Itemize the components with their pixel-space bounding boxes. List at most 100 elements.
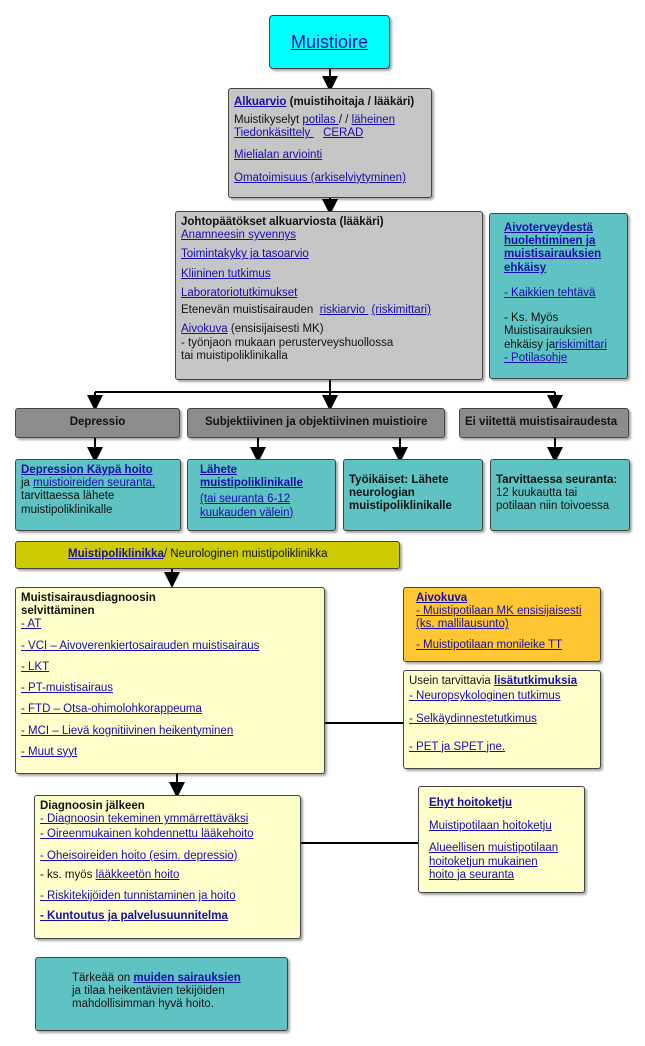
diagnoosi-head-1: Muistisairausdiagnoosin: [21, 592, 156, 604]
kuntoutus-link[interactable]: - Kuntoutus ja palvelusuunnitelma: [40, 910, 228, 923]
diagnoosi-item[interactable]: - Muut syyt: [21, 745, 78, 758]
toimintakyky-link[interactable]: Toimintakyky ja tasoarvio: [181, 248, 309, 261]
riskimittari-link[interactable]: (riskimittari): [371, 304, 431, 317]
laheinen-link[interactable]: läheinen: [351, 114, 396, 127]
hyva-hoito-text: mahdollisimman hyvä hoito.: [72, 998, 214, 1011]
etenevan-text: Etenevän muistisairauden: [181, 304, 317, 317]
tarkeaa-box: Tärkeää on muiden sairauksien ja tilaa h…: [35, 957, 288, 1031]
kaikkien-tehtava-link[interactable]: - Kaikkien tehtävä: [504, 286, 596, 299]
muistioireiden-seuranta-link[interactable]: muistioireiden seuranta,: [33, 477, 156, 490]
alkuarvio-link[interactable]: Alkuarvio: [234, 96, 287, 108]
ymmarrettavaksi-link[interactable]: - Diagnoosin tekeminen ymmärrettäväksi: [40, 813, 249, 826]
riskiarvio-link[interactable]: riskiarvio: [319, 304, 369, 317]
cerad-link[interactable]: CERAD: [323, 127, 364, 140]
aivokuva-head-link[interactable]: Aivokuva: [416, 592, 468, 604]
aivoterveys-box: Aivoterveydestä huolehtiminen ja muistis…: [489, 213, 628, 379]
category-subjektiivinen-label: Subjektiivinen ja objektiivinen muistioi…: [205, 416, 428, 429]
hoitoketjun-mukainen-link[interactable]: hoitoketjun mukainen: [429, 855, 538, 868]
usein-tarvittavia-text: Usein tarvittavia: [409, 675, 495, 687]
lisatutkimuksia-link[interactable]: lisätutkimuksia: [494, 675, 578, 687]
tyoikaiset-line-1: Työikäiset: Lähete: [349, 474, 449, 486]
aivoterveys-head-4[interactable]: ehkäisy: [504, 261, 547, 274]
title-link[interactable]: Muistioire: [290, 31, 369, 52]
laakehoito-link[interactable]: - Oireenmukainen kohdennettu lääkehoito: [40, 828, 254, 841]
tarvittaessa-lahete-text: tarvittaessa lähete: [21, 490, 115, 503]
muistipoliklinikka-link[interactable]: Muistipoliklinikka: [68, 548, 164, 561]
tyoikaiset-line-3: muistipoliklinikalle: [349, 500, 452, 513]
tyoikaiset-box: Työikäiset: Lähete neurologian muistipol…: [343, 459, 483, 531]
category-ei-viitetta-label: Ei viitettä muistisairaudesta: [465, 416, 618, 429]
ehkaisy-text: ehkäisy ja: [504, 338, 556, 351]
riskitekijoiden-link[interactable]: - Riskitekijöiden tunnistaminen ja hoito: [40, 890, 236, 903]
aivoterveys-head-2[interactable]: huolehtiminen ja: [504, 235, 596, 248]
omatoimisuus-link[interactable]: Omatoimisuus (arkiselviytyminen): [234, 171, 406, 184]
potilas-link[interactable]: potilas: [302, 114, 339, 127]
ehyt-hoitoketju-link[interactable]: Ehyt hoitoketju: [429, 797, 513, 809]
title-box[interactable]: Muistioire: [269, 15, 390, 69]
muistipoliklinikka-bar: Muistipoliklinikka/ Neurologinen muistip…: [15, 541, 400, 569]
pet-spet-link[interactable]: - PET ja SPET jne.: [409, 740, 506, 753]
depression-box: Depression Käypä hoito ja muistioireiden…: [15, 459, 181, 531]
seuranta-line-1: Tarvittaessa seuranta:: [496, 474, 618, 486]
tarkeaa-text: Tärkeää on: [72, 972, 134, 984]
lahete-box: Lähete muistipoliklinikalle (tai seurant…: [187, 459, 336, 531]
lahete-muistipoli-link[interactable]: muistipoliklinikalle: [200, 477, 303, 490]
category-depressio-label: Depressio: [69, 416, 126, 429]
diagnoosi-item[interactable]: - PT-muistisairaus: [21, 682, 114, 695]
selkaydinneste-link[interactable]: - Selkäydinnestetutkimus: [409, 713, 537, 726]
mielialan-arviointi-link[interactable]: Mielialan arviointi: [234, 148, 323, 161]
neuropsykologinen-link[interactable]: - Neuropsykologinen tutkimus: [409, 690, 561, 703]
mallilausunto-link[interactable]: (ks. mallilausunto): [416, 618, 509, 631]
aivokuva-mk-text: (ensisijaisesti MK): [227, 323, 324, 336]
muiden-sairauksien-link[interactable]: muiden sairauksien: [133, 972, 241, 984]
mk-ensisijaisesti-link[interactable]: - Muistipotilaan MK ensisijaisesti: [416, 605, 582, 618]
category-subjektiivinen: Subjektiivinen ja objektiivinen muistioi…: [187, 408, 445, 438]
diagnoosi-head-2: selvittäminen: [21, 605, 95, 618]
alueellisen-link[interactable]: Alueellisen muistipotilaan: [429, 842, 559, 855]
potilasohje-link[interactable]: - Potilasohje: [504, 351, 568, 364]
johtopaatokset-box: Johtopäätökset alkuarviosta (lääkäri) An…: [175, 211, 483, 380]
depression-kaypa-hoito-link[interactable]: Depression Käypä hoito: [21, 464, 153, 476]
jalkeen-box: Diagnoosin jälkeen - Diagnoosin tekemine…: [34, 795, 301, 939]
hoitoketju-box: Ehyt hoitoketju Muistipotilaan hoitoketj…: [418, 786, 585, 893]
separator-text: / /: [338, 114, 352, 127]
diagnoosi-item[interactable]: - FTD – Otsa-ohimolohkorappeuma: [21, 703, 202, 716]
johtopaatokset-head: Johtopäätökset alkuarviosta (lääkäri): [181, 216, 384, 228]
kliininen-tutkimus-link[interactable]: Kliininen tutkimus: [181, 267, 271, 280]
aivoterveys-head-1[interactable]: Aivoterveydestä: [504, 222, 593, 234]
tyonjako-text: - työnjaon mukaan perusterveyshuollossa: [181, 336, 394, 349]
seuranta-line-3: potilaan niin toivoessa: [496, 500, 610, 513]
ks-myos-text: - Ks. Myös: [504, 312, 559, 325]
lahete-link[interactable]: Lähete: [200, 464, 238, 476]
muistipotilaan-hoitoketju-link[interactable]: Muistipotilaan hoitoketju: [429, 820, 552, 833]
diagnoosi-item[interactable]: - AT: [21, 618, 42, 631]
tiedonkasittely-link[interactable]: Tiedonkäsittely: [234, 127, 314, 140]
anamneesi-link[interactable]: Anamneesin syvennys: [181, 229, 297, 242]
diagnoosi-item[interactable]: - LKT: [21, 660, 50, 673]
oheisoireiden-hoito-link[interactable]: - Oheisoireiden hoito (esim. depressio): [40, 849, 238, 862]
muistikyselyt-label: Muistikyselyt: [234, 114, 303, 127]
category-depressio: Depressio: [15, 408, 180, 438]
monileike-tt-link[interactable]: - Muistipotilaan monileike TT: [416, 638, 563, 651]
hoito-seuranta-link[interactable]: hoito ja seuranta: [429, 868, 515, 881]
laboratoriotutkimukset-link[interactable]: Laboratoriotutkimukset: [181, 286, 298, 299]
laakkeeton-hoito-link[interactable]: lääkkeetön hoito: [95, 868, 180, 881]
seuranta-line-2: 12 kuukautta tai: [496, 487, 578, 500]
diagnoosi-box: Muistisairausdiagnoosin selvittäminen - …: [15, 587, 325, 774]
muistisairauksien-text: Muistisairauksien: [504, 325, 593, 338]
diagnoosi-item[interactable]: - MCI – Lievä kognitiivinen heikentymine…: [21, 724, 234, 737]
alkuarvio-box: Alkuarvio (muistihoitaja / lääkäri) Muis…: [228, 88, 432, 198]
aivokuva-box: Aivokuva - Muistipotilaan MK ensisijaise…: [403, 587, 601, 662]
aivokuva-link[interactable]: Aivokuva: [181, 323, 228, 336]
aivoterveys-riskimittari-link[interactable]: riskimittari: [555, 338, 607, 351]
neurologinen-text: / Neurologinen muistipoliklinikka: [163, 548, 328, 561]
jalkeen-head: Diagnoosin jälkeen: [40, 800, 145, 812]
kuukauden-valein-link[interactable]: kuukauden välein): [200, 506, 294, 519]
ks-myos-jalkeen-text: - ks. myös: [40, 868, 96, 881]
diagnoosi-item[interactable]: - VCI – Aivoverenkiertosairauden muistis…: [21, 639, 260, 652]
seuranta-link[interactable]: (tai seuranta 6-12: [200, 493, 291, 506]
muistipoli-text: tai muistipoliklinikalla: [181, 349, 288, 362]
muistipoliklinikalle-text: muistipoliklinikalle: [21, 503, 113, 516]
aivoterveys-head-3[interactable]: muistisairauksien: [504, 248, 602, 261]
